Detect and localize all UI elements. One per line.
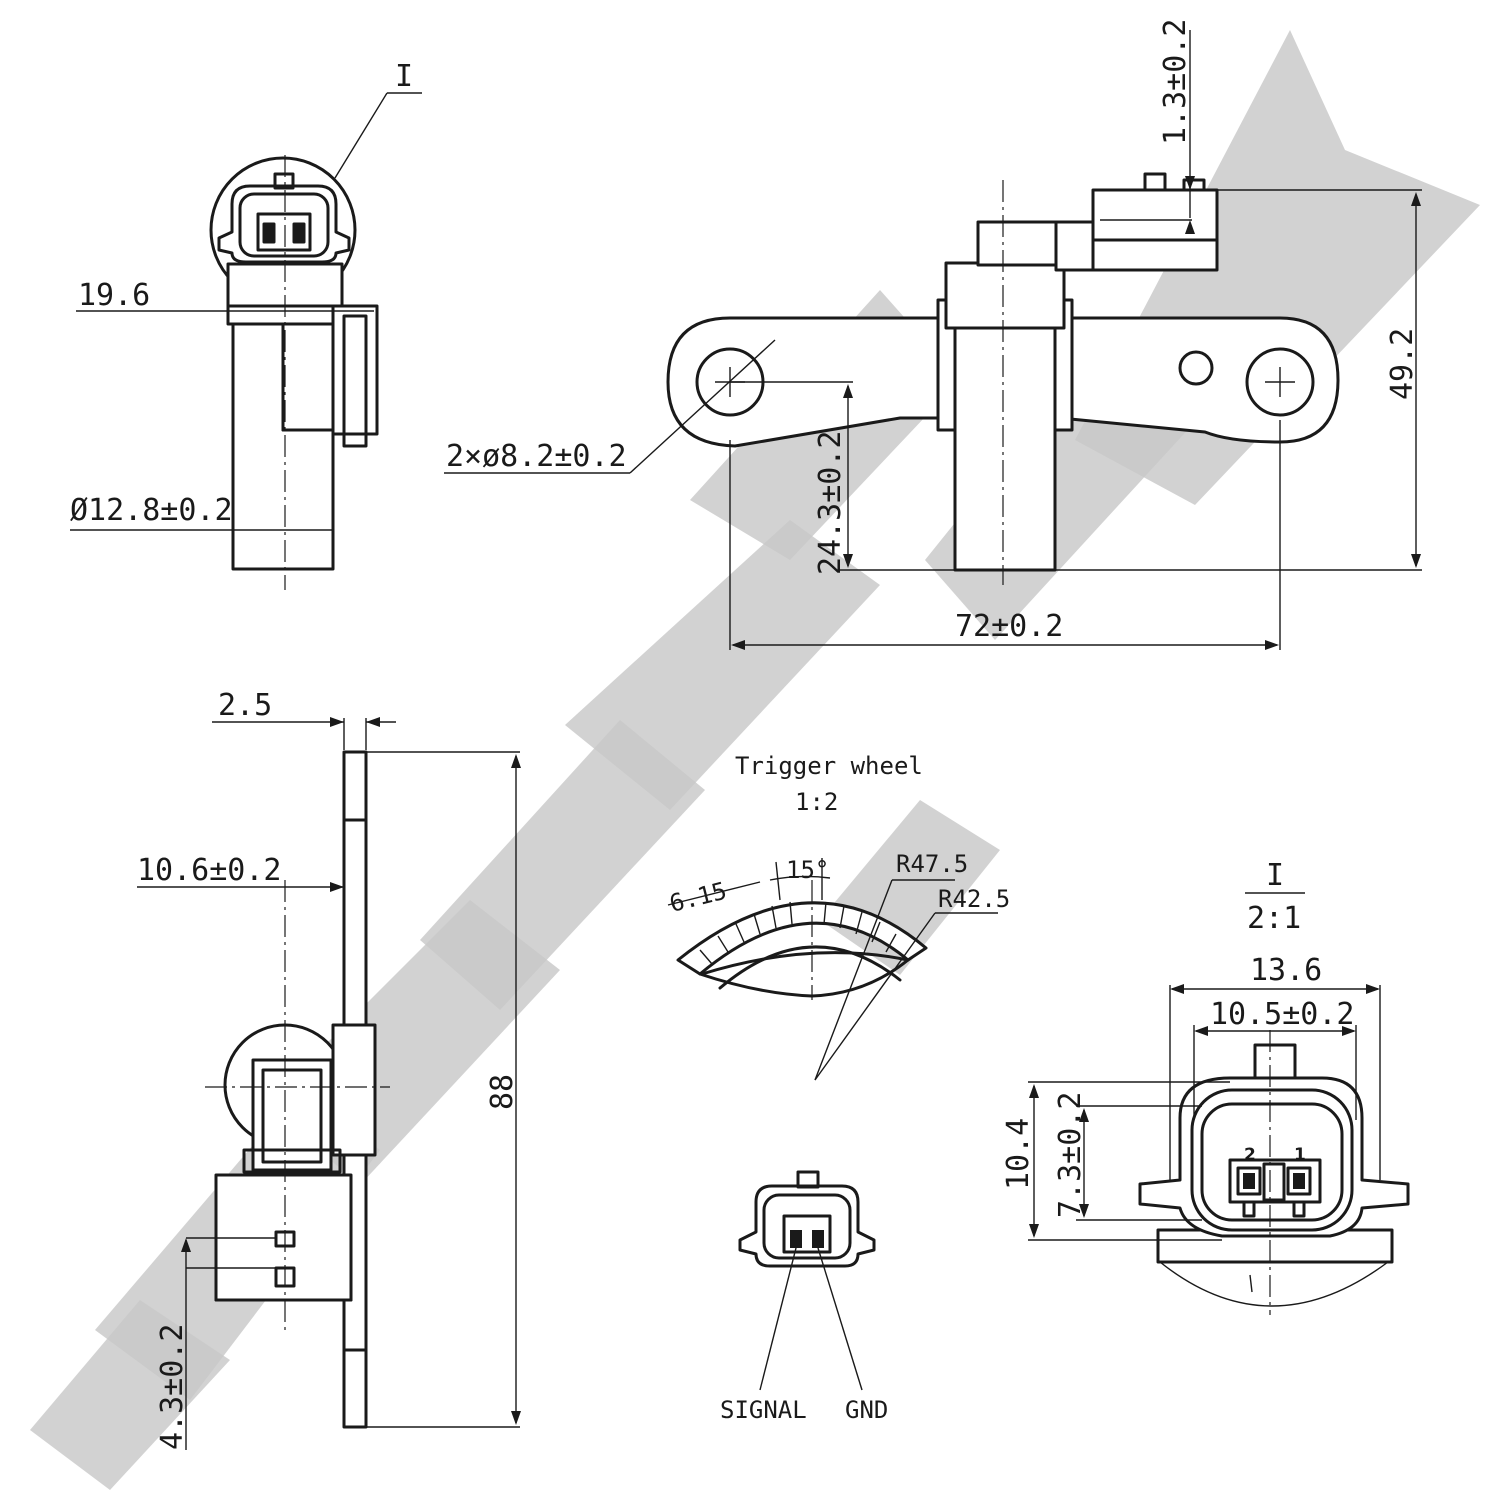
detail-title-marker: I <box>1266 858 1284 893</box>
dim-length-88: 88 <box>485 1074 520 1110</box>
pin-number-2: 2 <box>1244 1145 1256 1165</box>
detail-marker-label: I <box>395 59 413 94</box>
dim-pin-4-3: 4.3±0.2 <box>155 1324 190 1450</box>
dim-width-13-6: 13.6 <box>1250 953 1322 988</box>
pin-label-signal: SIGNAL <box>720 1396 807 1424</box>
dim-width-19-6: 19.6 <box>78 278 150 313</box>
dim-diameter-12-8: Ø12.8±0.2 <box>70 493 233 528</box>
dim-holes: 2×ø8.2±0.2 <box>446 439 627 474</box>
dim-thick-2-5: 2.5 <box>218 688 272 723</box>
pinout-view: SIGNAL GND <box>720 1170 888 1424</box>
trigger-wheel-title: Trigger wheel <box>735 752 923 780</box>
front-view: 49.2 24.3±0.2 72±0.2 2×ø8.2±0.2 1.3±0.2 <box>444 19 1422 650</box>
dim-inner-radius: R42.5 <box>938 885 1010 913</box>
dim-width-10-5: 10.5±0.2 <box>1210 997 1355 1032</box>
trigger-wheel-scale: 1:2 <box>795 788 838 816</box>
dim-height-7-3: 7.3±0.2 <box>1053 1092 1088 1218</box>
dim-offset-10-6: 10.6±0.2 <box>137 853 282 888</box>
dim-pitch-6-15: 6.15 <box>667 877 730 918</box>
dim-height-24-3: 24.3±0.2 <box>813 431 848 576</box>
dim-height-10-4: 10.4 <box>1001 1118 1036 1190</box>
detail-view: I 2:1 2 1 13.6 10.5±0.2 <box>1001 858 1410 1315</box>
pin-number-1: 1 <box>1294 1145 1306 1165</box>
trigger-wheel: Trigger wheel 1:2 6.15 15° R47.5 <box>667 752 1010 1081</box>
dim-span-72: 72±0.2 <box>955 609 1063 644</box>
end-view: 2.5 88 10.6±0.2 4.3±0.2 <box>137 688 521 1450</box>
detail-scale: 2:1 <box>1247 901 1301 936</box>
dim-angle-15: 15° <box>786 856 829 884</box>
pin-label-ground: GND <box>845 1396 888 1424</box>
dim-outer-radius: R47.5 <box>896 850 968 878</box>
dim-height-49-2: 49.2 <box>1385 328 1420 400</box>
dim-tab-1-3: 1.3±0.2 <box>1158 19 1193 145</box>
side-view: I 19.6 Ø12.8±0.2 <box>70 59 422 590</box>
